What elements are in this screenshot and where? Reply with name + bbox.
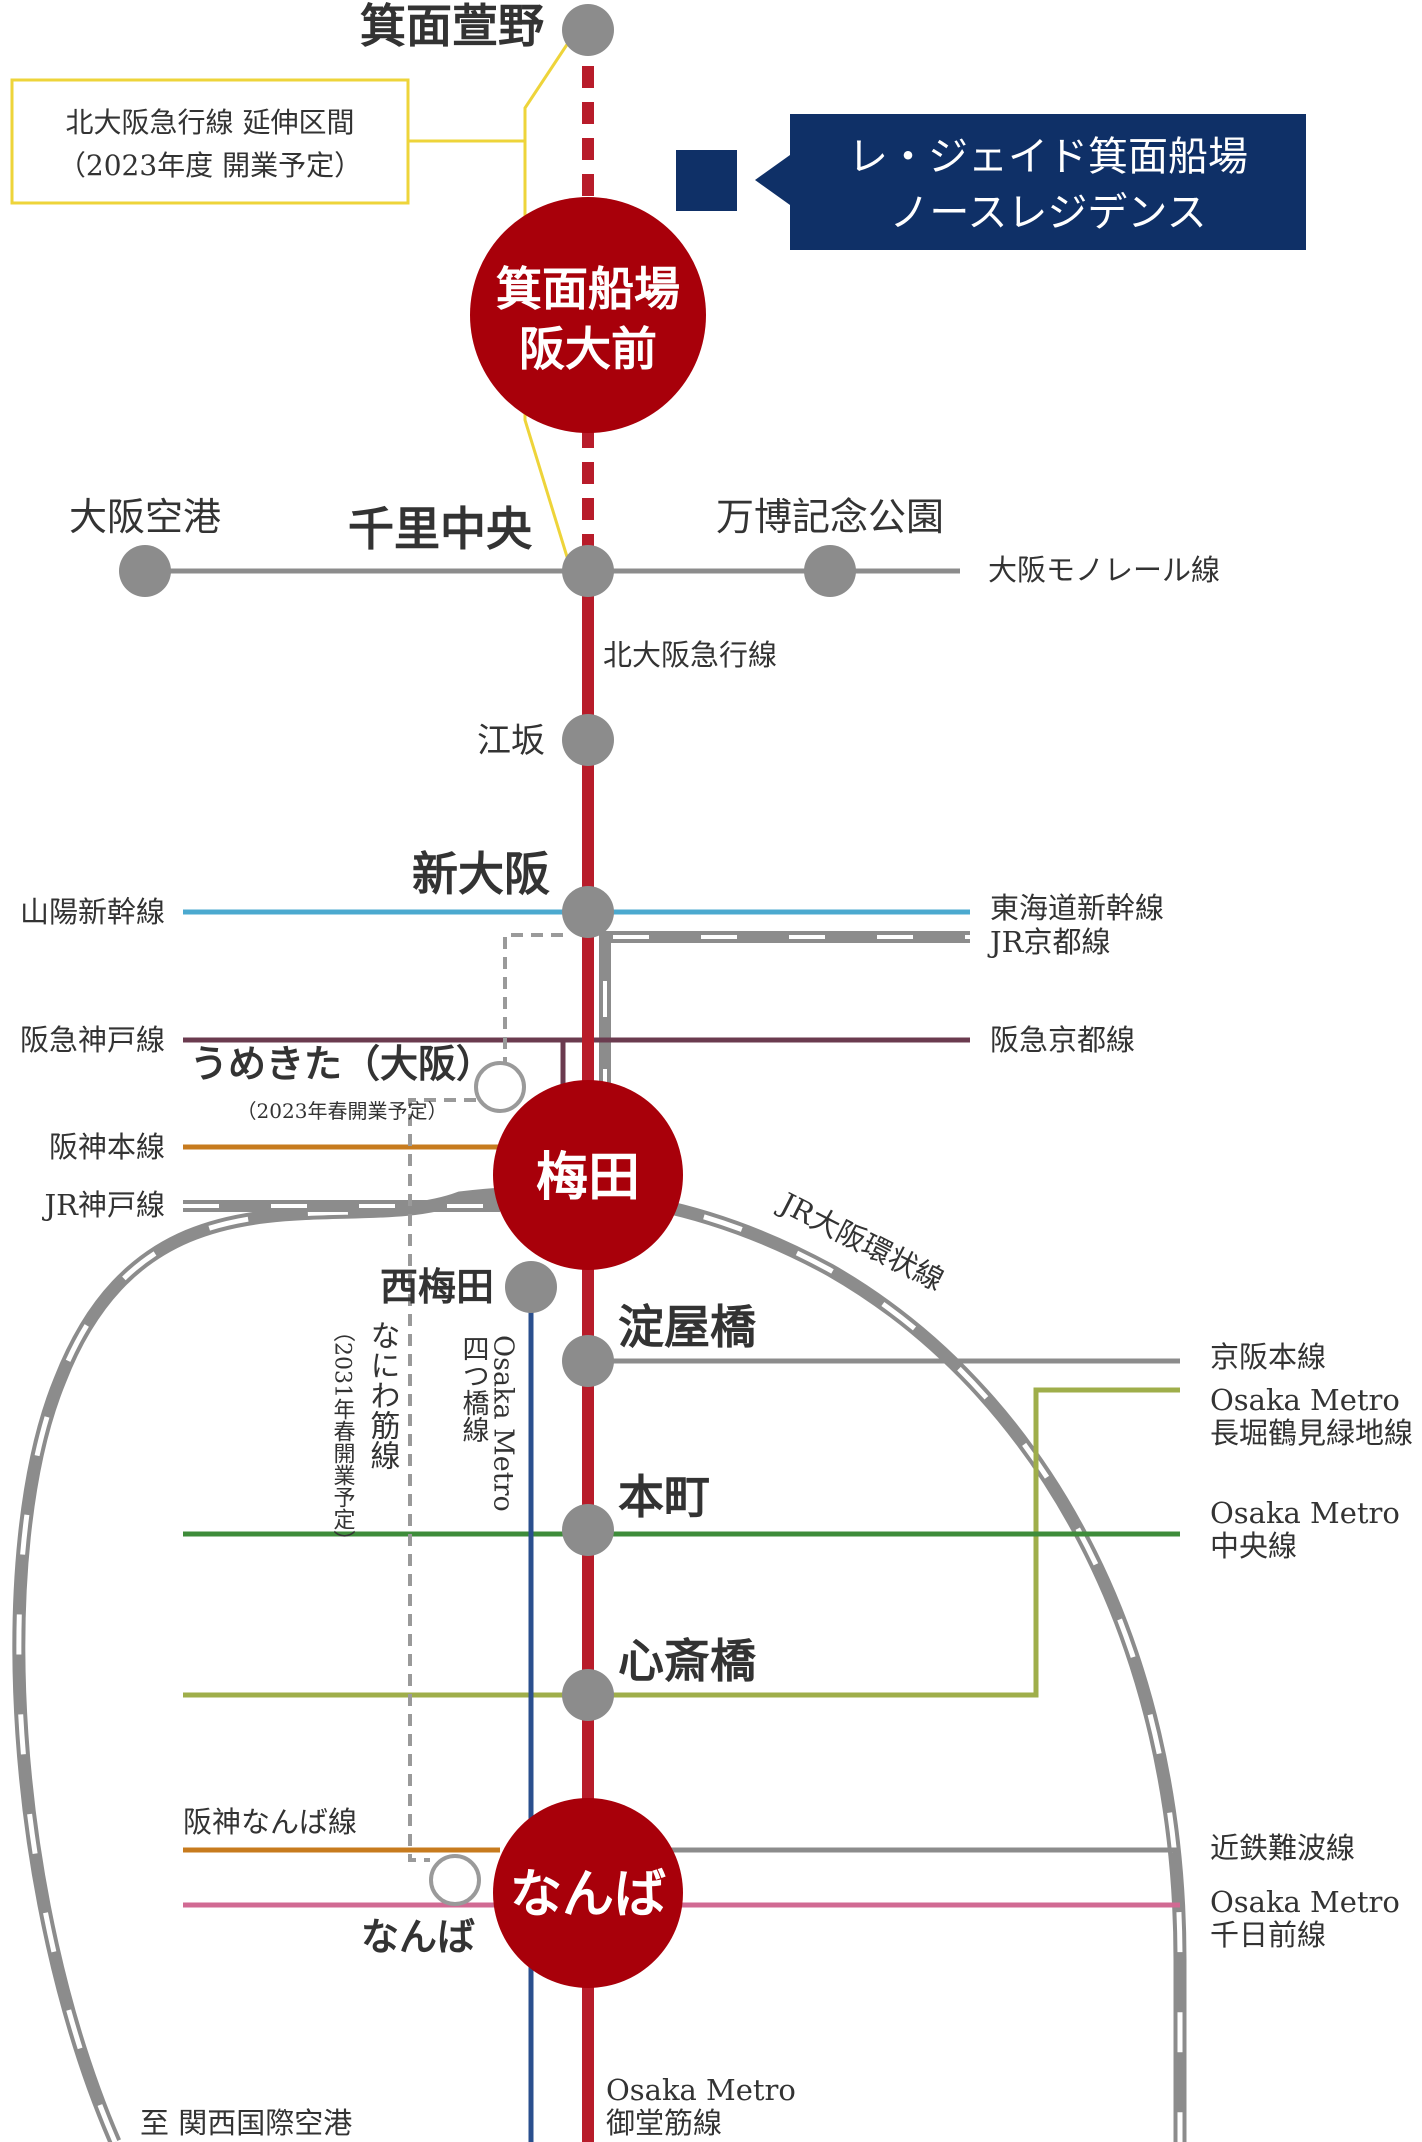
line-label-chuo-1: Osaka Metro [1210, 1496, 1400, 1530]
station-label-shin-osaka: 新大阪 [412, 847, 550, 901]
station-label-shinsaibashi: 心斎橋 [618, 1634, 756, 1688]
extension-callout-text-1: 北大阪急行線 延伸区間 [66, 106, 355, 139]
station-dot-honmachi [562, 1504, 614, 1556]
line-label-sennichimae-2: 千日前線 [1210, 1918, 1326, 1952]
station-dot-yodoyabashi [562, 1335, 614, 1387]
station-dot-senri-chuo [562, 545, 614, 597]
line-label-chuo-2: 中央線 [1210, 1529, 1297, 1563]
line-label-midosuji-1: Osaka Metro [606, 2073, 796, 2107]
station-label-umekita-note: （2023年春開業予定） [237, 1099, 448, 1123]
station-label-esaka: 江坂 [477, 721, 545, 761]
station-dot-osaka-airport [119, 545, 171, 597]
station-dot-shin-osaka [562, 886, 614, 938]
line-label-jr-kobe: JR神戸線 [42, 1188, 165, 1222]
station-label-senri-chuo: 千里中央 [348, 502, 533, 556]
station-label-namba-jr: なんば [361, 1914, 475, 1959]
property-callout-name-1: レ・ジェイド箕面船場 [848, 134, 1248, 180]
line-label-naniwa-suji: なにわ筋線 [365, 1320, 401, 1470]
station-label-yodoyabashi: 淀屋橋 [618, 1300, 756, 1354]
station-hub-umeda [493, 1080, 683, 1270]
station-hub-namba [493, 1798, 683, 1988]
property-callout-box [790, 114, 1306, 250]
line-label-nagahori-1: Osaka Metro [1210, 1383, 1400, 1417]
line-label-yotsubashi-1: Osaka Metro [488, 1335, 519, 1512]
station-dot-nishi-umeda [505, 1261, 557, 1313]
line-label-midosuji-2: 御堂筋線 [606, 2106, 722, 2140]
property-marker [676, 150, 737, 211]
jr-kyoto-line [599, 931, 970, 1105]
property-callout-pointer [755, 155, 790, 205]
station-label-umekita: うめきた（大阪） [190, 1041, 494, 1086]
station-hub-namba-name: なんば [510, 1864, 666, 1925]
line-label-jr-kyoto: JR京都線 [987, 925, 1110, 959]
property-callout-name-2: ノースレジデンス [889, 190, 1206, 236]
line-label-hankyu-kobe: 阪急神戸線 [20, 1023, 165, 1057]
line-label-tokaido-shinkansen: 東海道新幹線 [990, 891, 1164, 925]
extension-callout-box [10, 78, 410, 205]
station-hub-minoh-senba [470, 197, 706, 433]
naniwa-suji-line [408, 933, 563, 1862]
station-label-honmachi: 本町 [618, 1470, 710, 1524]
line-label-kita-osaka-kyuko: 北大阪急行線 [603, 638, 777, 672]
station-label-minoh-kayano: 箕面萱野 [360, 0, 544, 53]
line-label-yotsubashi-2: 四つ橋線 [458, 1335, 490, 1443]
station-hub-umeda-name: 梅田 [536, 1147, 640, 1208]
line-label-hankyu-kyoto: 阪急京都線 [990, 1023, 1135, 1057]
station-label-nishi-umeda: 西梅田 [380, 1264, 494, 1309]
line-label-nagahori-2: 長堀鶴見緑地線 [1210, 1416, 1413, 1450]
line-label-keihan: 京阪本線 [1210, 1340, 1326, 1374]
station-dot-minoh-kayano [562, 4, 614, 56]
station-hub-minoh-senba-name-2: 阪大前 [519, 322, 657, 376]
station-label-banpaku: 万博記念公園 [716, 495, 944, 539]
line-label-naniwa-suji-note: （2031年春開業予定） [330, 1320, 356, 1552]
station-label-osaka-airport: 大阪空港 [69, 495, 221, 539]
line-label-jr-loop: JR大阪環状線 [772, 1185, 949, 1298]
extension-callout-text-2: （2023年度 開業予定） [58, 149, 362, 182]
station-dot-umekita [474, 1061, 526, 1113]
line-label-sennichimae-1: Osaka Metro [1210, 1885, 1400, 1919]
station-dot-namba-naniwa [429, 1854, 481, 1906]
jr-loop-line [12, 1186, 1187, 2142]
station-dot-esaka [562, 714, 614, 766]
station-dot-banpaku [804, 545, 856, 597]
line-label-kansai-airport: 至 関西国際空港 [140, 2106, 352, 2140]
station-dot-shinsaibashi [562, 1669, 614, 1721]
line-label-sanyo-shinkansen: 山陽新幹線 [20, 895, 165, 929]
line-label-monorail: 大阪モノレール線 [988, 553, 1220, 587]
line-label-hanshin-main: 阪神本線 [49, 1130, 165, 1164]
station-hub-minoh-senba-name-1: 箕面船場 [496, 262, 680, 316]
line-label-kintetsu-namba: 近鉄難波線 [1210, 1831, 1355, 1865]
line-label-hanshin-namba: 阪神なんば線 [183, 1805, 357, 1839]
